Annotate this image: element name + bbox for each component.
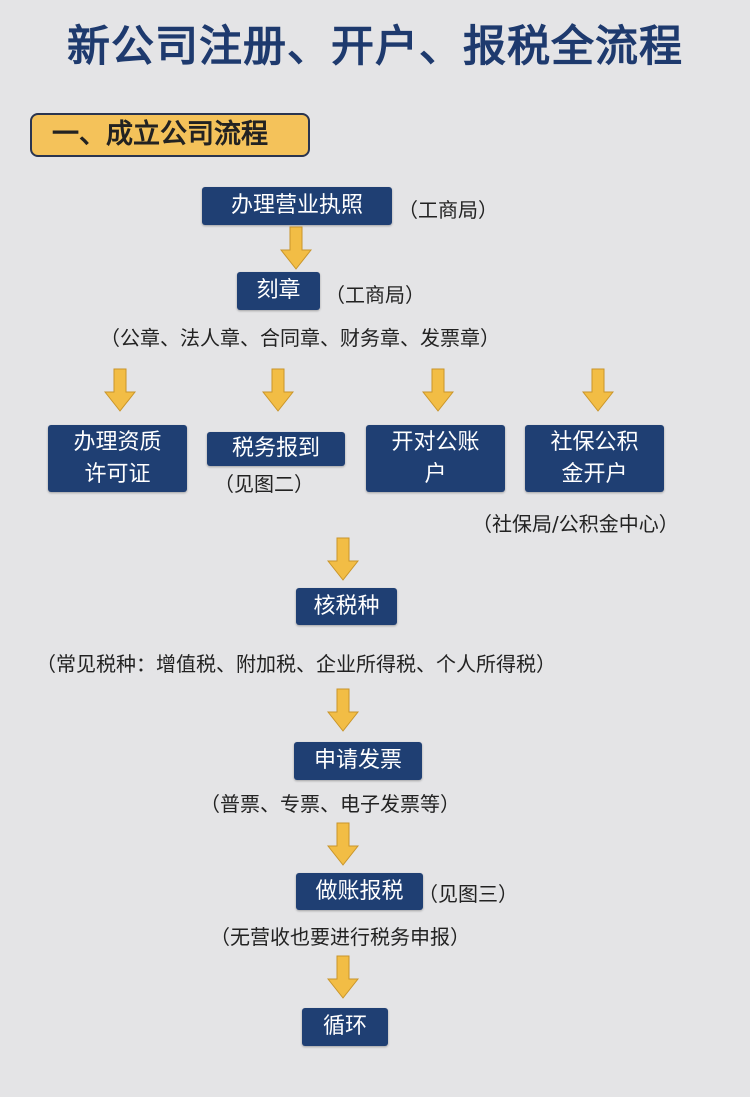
bookkeeping-detail: （无营收也要进行税务申报） [210, 925, 470, 949]
section-header: 一、成立公司流程 [30, 113, 310, 157]
down-arrow-icon [262, 368, 294, 412]
down-arrow-icon [104, 368, 136, 412]
tax-register-note: （见图二） [214, 472, 314, 496]
social-note: （社保局/公积金中心） [472, 512, 679, 536]
step-tax-register: 税务报到 [207, 432, 345, 466]
down-arrow-icon [582, 368, 614, 412]
down-arrow-icon [422, 368, 454, 412]
seal-detail: （公章、法人章、合同章、财务章、发票章） [100, 326, 500, 350]
license-note: （工商局） [398, 198, 498, 222]
page-title: 新公司注册、开户、报税全流程 [67, 22, 683, 72]
bank-line2: 户 [424, 461, 447, 487]
step-bookkeeping: 做账报税 [296, 873, 423, 910]
qualification-line1: 办理资质 [73, 429, 162, 455]
step-seal: 刻章 [237, 272, 320, 310]
bookkeeping-note: （见图三） [418, 882, 518, 906]
step-loop: 循环 [302, 1008, 388, 1046]
down-arrow-icon [280, 226, 312, 270]
step-social-security: 社保公积 金开户 [525, 425, 664, 492]
down-arrow-icon [327, 537, 359, 581]
bank-line1: 开对公账 [391, 429, 480, 455]
step-bank-account: 开对公账 户 [366, 425, 505, 492]
social-line1: 社保公积 [550, 429, 639, 455]
qualification-line2: 许可证 [84, 461, 151, 487]
step-license: 办理营业执照 [202, 187, 392, 225]
down-arrow-icon [327, 822, 359, 866]
down-arrow-icon [327, 688, 359, 732]
step-qualification: 办理资质 许可证 [48, 425, 187, 492]
social-line2: 金开户 [561, 461, 628, 487]
invoice-note: （普票、专票、电子发票等） [200, 792, 460, 816]
step-tax-type: 核税种 [296, 588, 397, 625]
tax-type-note: （常见税种：增值税、附加税、企业所得税、个人所得税） [36, 652, 556, 676]
down-arrow-icon [327, 955, 359, 999]
seal-note: （工商局） [325, 283, 425, 307]
step-invoice: 申请发票 [294, 742, 422, 780]
